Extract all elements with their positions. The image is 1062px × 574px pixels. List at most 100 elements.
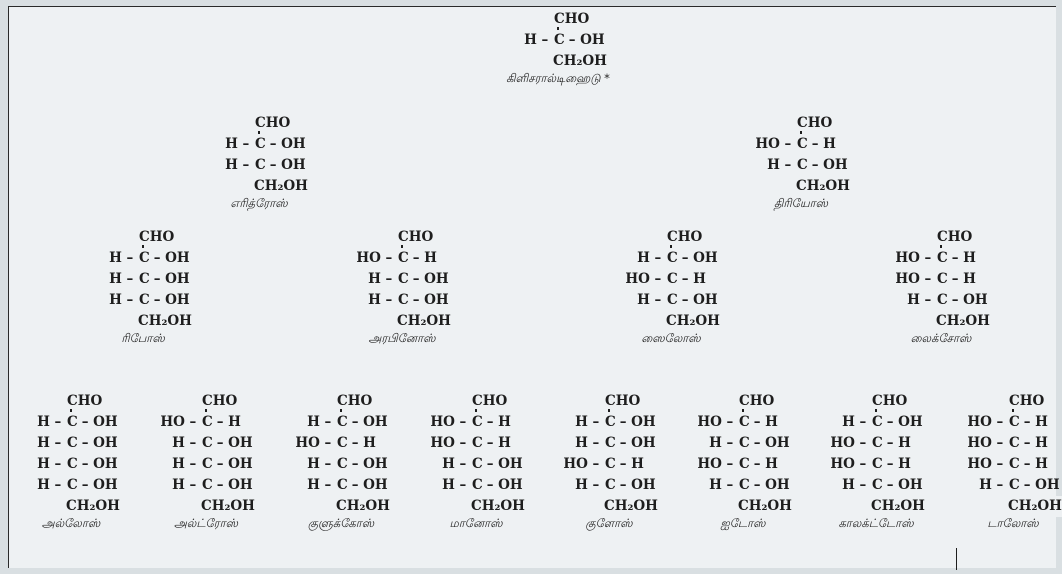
carbon-atom: C <box>936 269 949 290</box>
substituent-right: – OH <box>347 456 388 472</box>
substituent-right: – H <box>749 414 778 430</box>
substituent-left: H – <box>979 477 1008 493</box>
substituent-right: – H <box>882 456 911 472</box>
carbon-atom: C <box>471 475 484 496</box>
substituent-left: H – <box>709 435 738 451</box>
sugar-name-glyceraldehyde: கிளிசரால்டிஹைடு * <box>506 71 610 85</box>
carbon-atom: C <box>604 433 617 454</box>
substituent-right: – H <box>882 435 911 451</box>
carbon-atom: C <box>66 433 79 454</box>
substituent-right: – H <box>1019 456 1048 472</box>
substituent-right: – OH <box>677 292 718 308</box>
substituent-right: – OH <box>265 157 306 173</box>
substituent-left: H – <box>442 477 471 493</box>
carbon-atom: C <box>738 433 751 454</box>
carbon-atom: C <box>936 290 949 311</box>
substituent-right: – OH <box>749 477 790 493</box>
carbon-atom: C <box>738 412 751 433</box>
substituent-left: H – <box>709 477 738 493</box>
substituent-right: – OH <box>677 250 718 266</box>
carbon-atom: C <box>738 475 751 496</box>
substituent-left: H – <box>172 477 201 493</box>
ch2oh-group: CH₂OH <box>666 311 720 332</box>
substituent-left: HO – <box>895 250 936 266</box>
substituent-left: H – <box>37 435 66 451</box>
substituent-right: – H <box>347 435 376 451</box>
substituent-right: – H <box>615 456 644 472</box>
substituent-left: HO – <box>830 456 871 472</box>
ch2oh-group: CH₂OH <box>471 496 525 517</box>
talose-divider <box>956 548 958 570</box>
ch2oh-group: CH₂OH <box>201 496 255 517</box>
substituent-right: – H <box>482 414 511 430</box>
substituent-right: – OH <box>807 157 848 173</box>
sugar-name-xylose: ஸைலோஸ் <box>641 331 701 345</box>
ch2oh-group: CH₂OH <box>871 496 925 517</box>
substituent-left: H – <box>907 292 936 308</box>
substituent-right: – OH <box>149 250 190 266</box>
substituent-right: – H <box>807 136 836 152</box>
substituent-left: H – <box>307 477 336 493</box>
substituent-right: – OH <box>615 435 656 451</box>
carbon-atom: C <box>397 248 410 269</box>
cho-group: CHO <box>937 229 973 245</box>
carbon-atom: C <box>1008 475 1021 496</box>
carbon-atom: C <box>471 412 484 433</box>
substituent-left: HO – <box>967 414 1008 430</box>
cho-group: CHO <box>1009 393 1045 409</box>
carbon-atom: C <box>201 433 214 454</box>
substituent-left: H – <box>637 292 666 308</box>
substituent-left: HO – <box>697 456 738 472</box>
ch2oh-group: CH₂OH <box>254 176 308 197</box>
substituent-right: – OH <box>77 477 118 493</box>
substituent-right: – OH <box>408 292 449 308</box>
carbon-atom: C <box>471 433 484 454</box>
substituent-left: H – <box>368 271 397 287</box>
sugar-name-allose: அல்லோஸ் <box>41 516 101 530</box>
substituent-right: – OH <box>947 292 988 308</box>
substituent-left: H – <box>37 456 66 472</box>
substituent-left: HO – <box>356 250 397 266</box>
substituent-right: – OH <box>77 456 118 472</box>
carbon-atom: C <box>871 412 884 433</box>
carbon-atom: C <box>1008 412 1021 433</box>
substituent-left: HO – <box>563 456 604 472</box>
ch2oh-group: CH₂OH <box>66 496 120 517</box>
carbon-atom: C <box>201 475 214 496</box>
carbon-atom: C <box>138 269 151 290</box>
substituent-left: HO – <box>697 414 738 430</box>
ch2oh-group: CH₂OH <box>138 311 192 332</box>
substituent-right: – OH <box>749 435 790 451</box>
substituent-left: H – <box>307 414 336 430</box>
substituent-left: H – <box>524 32 553 48</box>
carbon-atom: C <box>796 155 809 176</box>
carbon-atom: C <box>666 269 679 290</box>
substituent-right: – OH <box>347 477 388 493</box>
cho-group: CHO <box>554 11 590 27</box>
sugar-name-arabinose: அரபினோஸ் <box>368 331 436 345</box>
substituent-right: – OH <box>212 456 253 472</box>
substituent-left: H – <box>767 157 796 173</box>
substituent-right: – OH <box>882 414 923 430</box>
substituent-left: H – <box>225 157 254 173</box>
carbon-atom: C <box>666 290 679 311</box>
carbon-atom: C <box>138 290 151 311</box>
substituent-left: H – <box>307 456 336 472</box>
carbon-atom: C <box>336 454 349 475</box>
carbon-atom: C <box>201 412 214 433</box>
carbon-atom: C <box>397 269 410 290</box>
substituent-left: HO – <box>755 136 796 152</box>
substituent-right: – H <box>482 435 511 451</box>
carbon-atom: C <box>1008 433 1021 454</box>
carbon-atom: C <box>66 412 79 433</box>
carbon-atom: C <box>254 134 267 155</box>
sugar-name-ribose: ரிபோஸ் <box>121 331 165 345</box>
cho-group: CHO <box>398 229 434 245</box>
substituent-right: – OH <box>482 477 523 493</box>
substituent-left: HO – <box>830 435 871 451</box>
sugar-name-lyxose: லைக்சோஸ் <box>910 331 972 345</box>
substituent-right: – OH <box>212 477 253 493</box>
substituent-left: H – <box>172 435 201 451</box>
carbon-atom: C <box>336 475 349 496</box>
carbon-atom: C <box>66 454 79 475</box>
